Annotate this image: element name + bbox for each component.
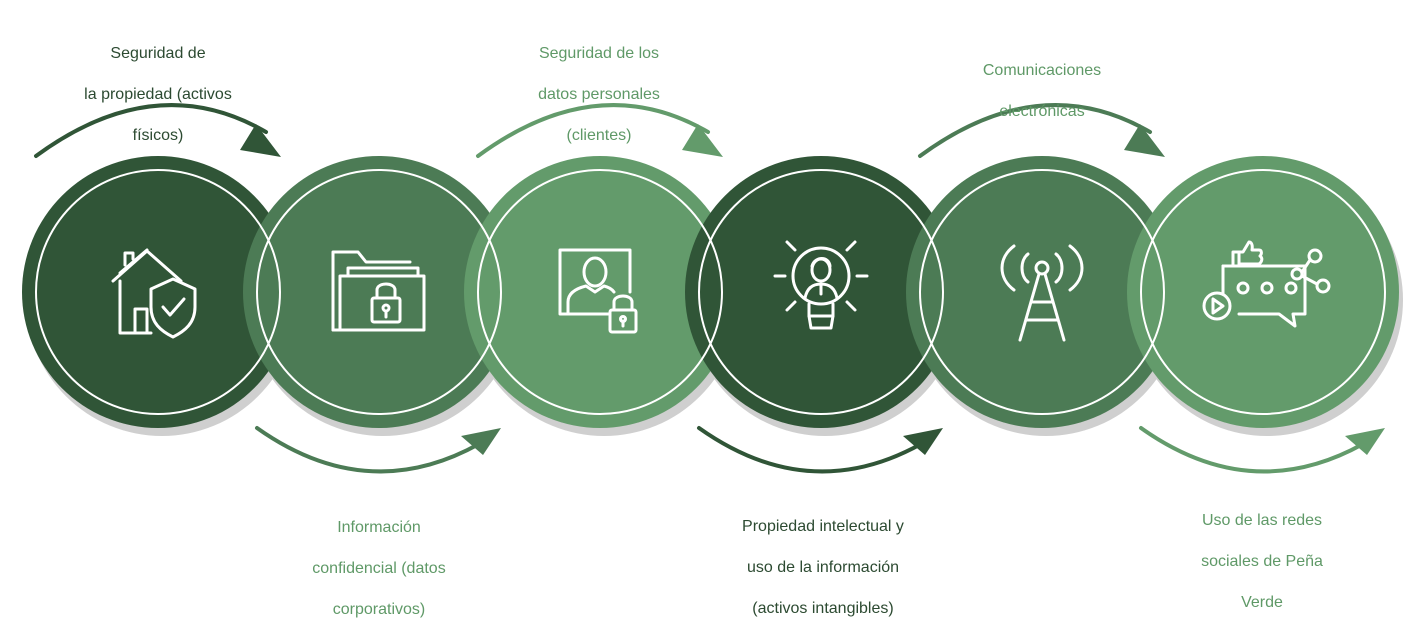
step-3-label: Seguridad de los datos personales (clien…: [489, 23, 709, 167]
step-4-line-1: Propiedad intelectual y: [742, 517, 904, 535]
step-1-arrow: [34, 103, 281, 158]
step-5-label: Comunicaciones electrónicas: [932, 40, 1152, 143]
step-5-line-2: electrónicas: [999, 102, 1085, 120]
user-lock-icon: [558, 248, 638, 334]
step-1-line-3: físicos): [132, 126, 184, 144]
step-5-ring: [919, 169, 1165, 415]
step-1-line-2: la propiedad (activos: [84, 85, 232, 103]
step-5-arrow: [918, 103, 1165, 158]
step-3-line-1: Seguridad de los: [538, 44, 660, 62]
social-media-icon: [1202, 240, 1331, 328]
step-2-arrow: [255, 426, 501, 474]
step-2-circle: [243, 156, 515, 428]
step-1-label: Seguridad de la propiedad (activos físic…: [48, 23, 268, 167]
step-3-arrow: [476, 103, 723, 158]
step-6-arrow: [1139, 426, 1385, 474]
step-4-ring: [698, 169, 944, 415]
folder-lock-icon: [331, 250, 426, 332]
step-4-line-3: (activos intangibles): [752, 599, 894, 617]
antenna-icon: [1000, 244, 1084, 342]
step-6-line-1: Uso de las redes: [1201, 511, 1323, 529]
step-4-label: Propiedad intelectual y uso de la inform…: [698, 496, 948, 640]
step-3-line-3: (clientes): [566, 126, 632, 144]
step-5-line-1: Comunicaciones: [982, 61, 1102, 79]
step-4-arrow: [697, 426, 943, 474]
step-2-ring: [256, 169, 502, 415]
step-2-line-2: confidencial (datos: [312, 559, 446, 577]
step-1-line-1: Seguridad de: [110, 44, 206, 62]
step-6-line-2: sociales de Peña: [1201, 552, 1323, 570]
step-1-ring: [35, 169, 281, 415]
diagram-canvas: [22, 103, 1403, 474]
step-4-line-2: uso de la información: [746, 558, 900, 576]
step-2-line-3: corporativos): [332, 600, 426, 618]
step-6-line-3: Verde: [1241, 593, 1283, 611]
step-6-label: Uso de las redes sociales de Peña Verde: [1152, 490, 1372, 634]
step-2-label: Información confidencial (datos corporat…: [269, 497, 489, 641]
step-6-ring: [1140, 169, 1386, 415]
step-3-ring: [477, 169, 723, 415]
lightbulb-person-icon: [773, 240, 869, 330]
step-3-line-2: datos personales: [538, 85, 660, 103]
step-2-line-1: Información: [337, 518, 421, 536]
step-3-circle: [464, 156, 736, 428]
step-1-circle: [22, 156, 294, 428]
house-shield-icon: [111, 248, 197, 339]
step-5-circle: [906, 156, 1178, 428]
